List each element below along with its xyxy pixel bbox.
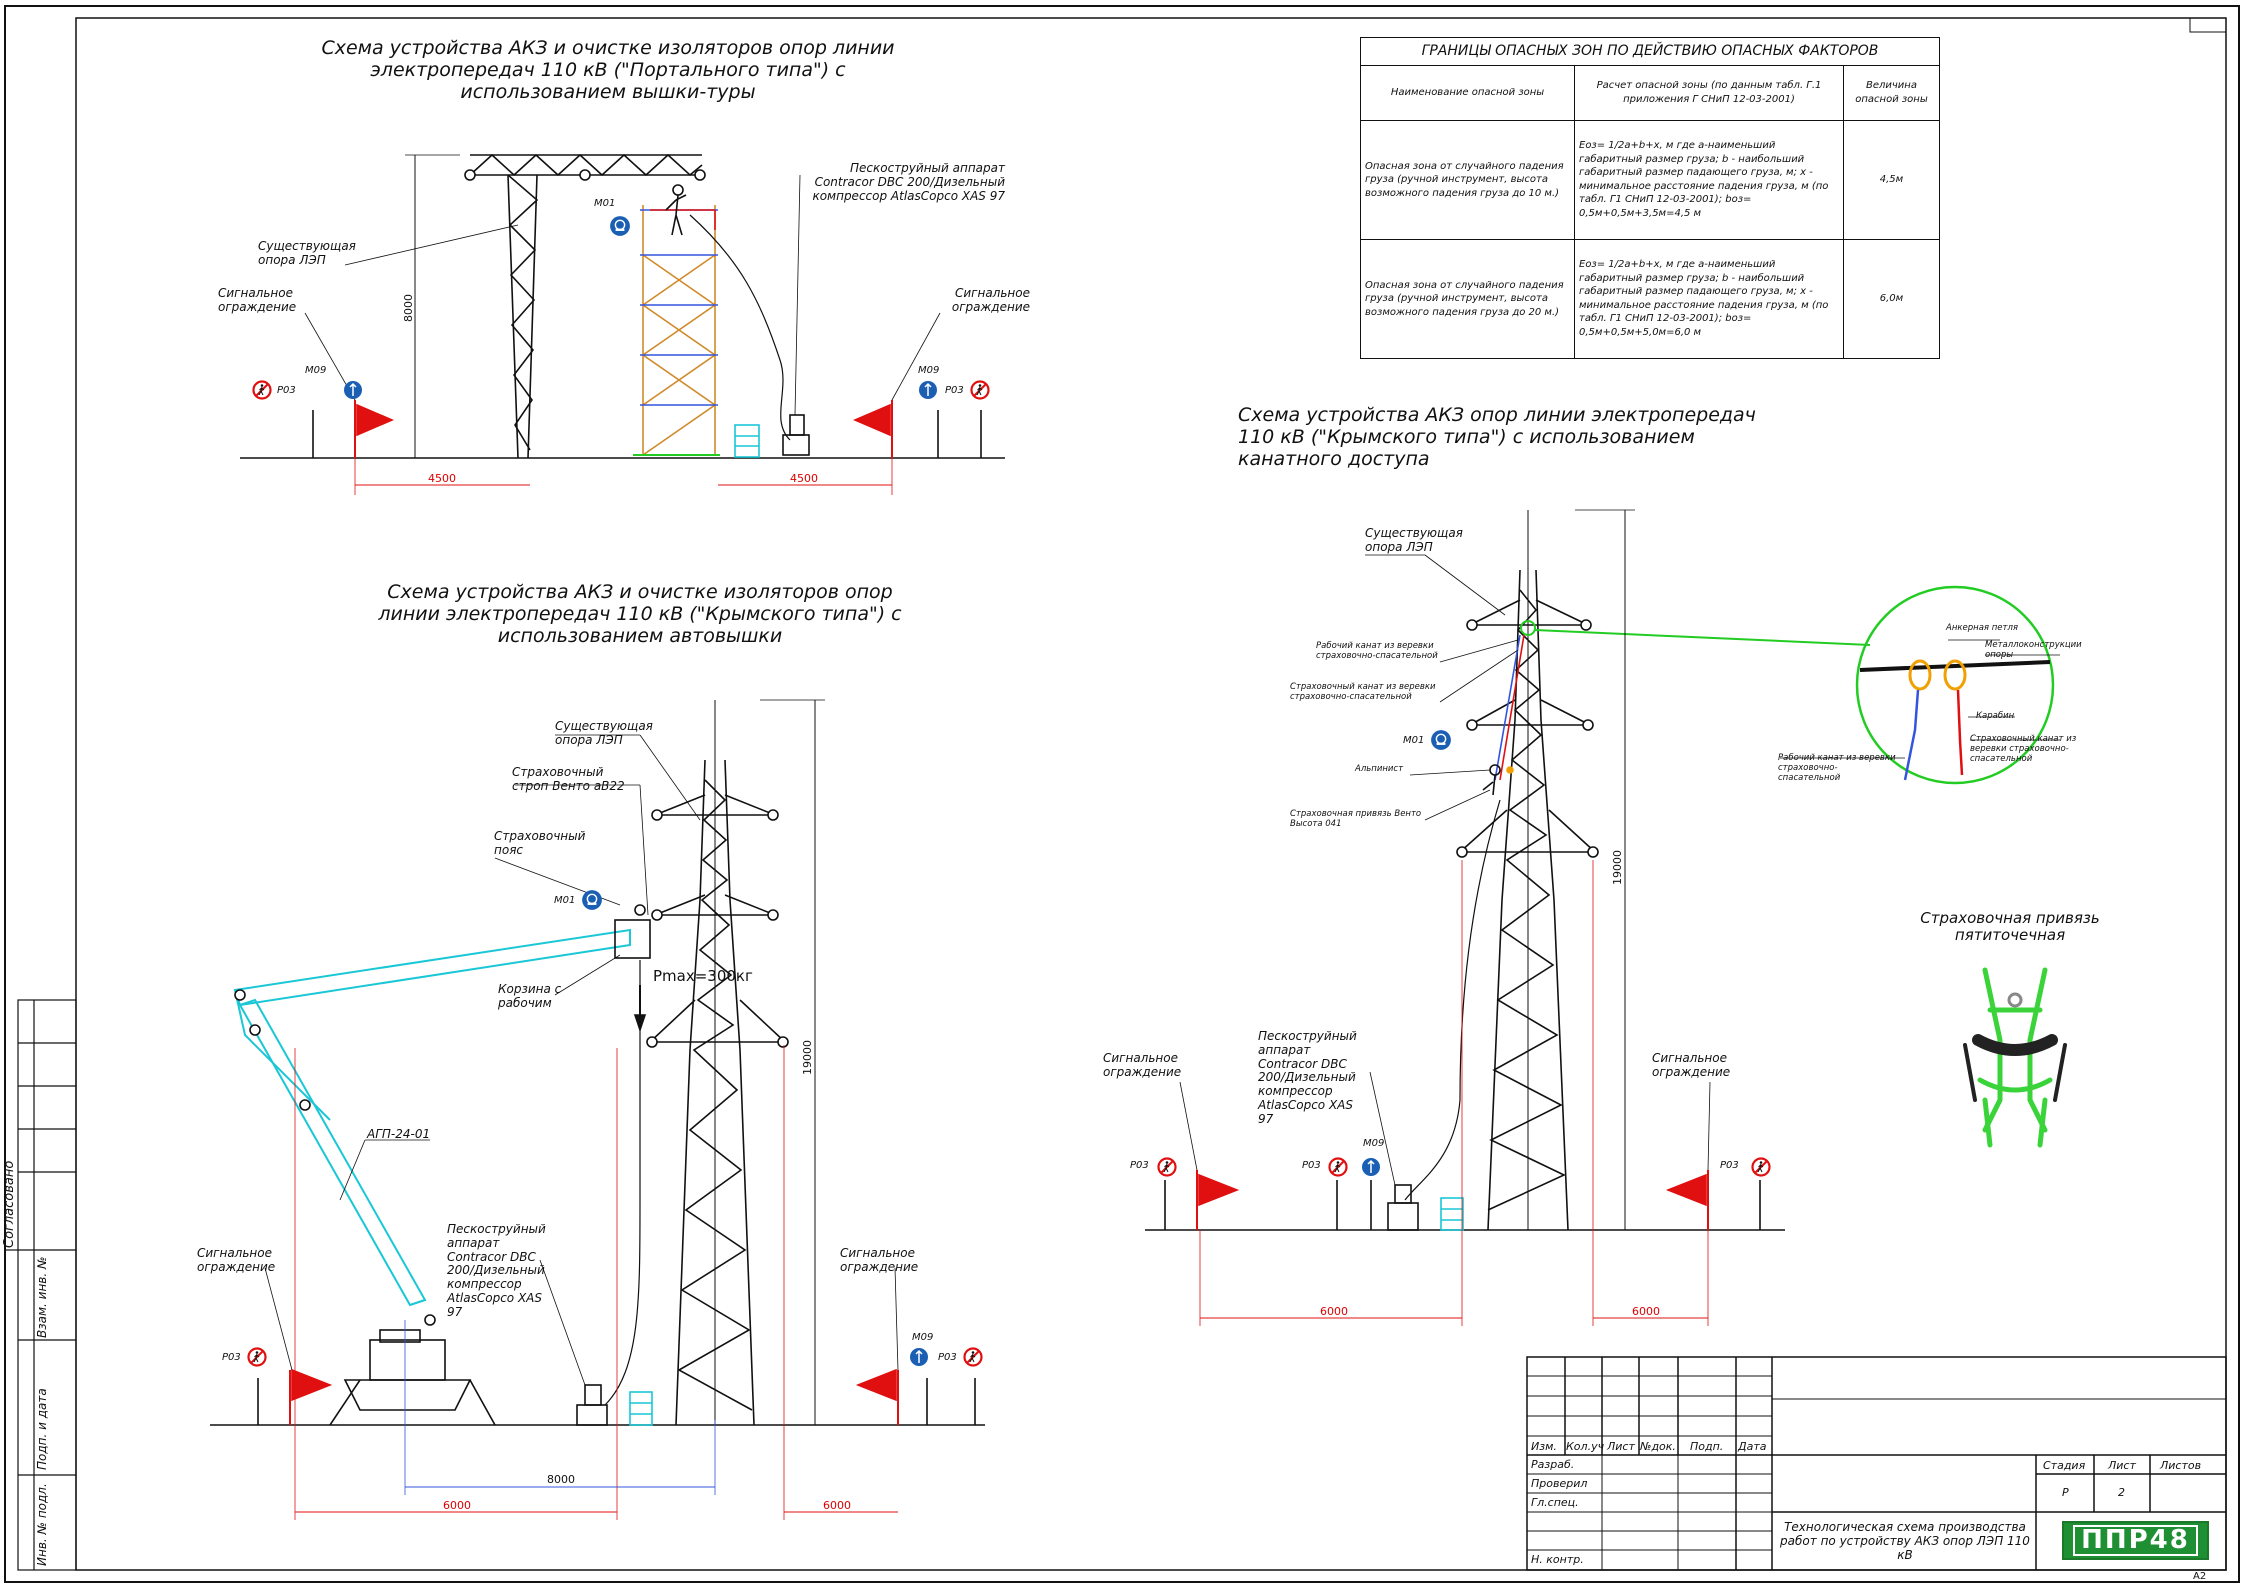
tb-col-kolvo: Кол.уч — [1566, 1440, 1605, 1453]
label-signal-fence: Сигнальное ограждение — [218, 286, 297, 314]
portal-diagram — [240, 153, 1005, 495]
label-p03: P03 — [1720, 1160, 1739, 1171]
title-crimean-rope: Схема устройства АКЗ опор линии электроп… — [1238, 404, 1756, 470]
tb-sheet-header: Лист — [2108, 1459, 2136, 1472]
title-crimean-lift: Схема устройства АКЗ и очистке изоляторо… — [378, 581, 902, 647]
label-signal-fence: Сигнальное ограждение — [840, 1246, 919, 1274]
tb-col-doc: №док. — [1640, 1440, 1676, 1453]
label-sandblaster: Пескоструйный аппарат Contracor DBC 200/… — [812, 161, 1005, 203]
tb-stage: Р — [2062, 1486, 2069, 1499]
tb-role: Гл.спец. — [1531, 1496, 1579, 1509]
title-portal: Схема устройства АКЗ и очистке изоляторо… — [321, 37, 895, 103]
harness-picture — [1963, 967, 2067, 1148]
label-work-rope-detail: Рабочий канат из веревки страховочно-спа… — [1778, 753, 1896, 783]
side-stamp-agreed: Согласовано — [2, 1160, 17, 1248]
hazard-zones-table: ГРАНИЦЫ ОПАСНЫХ ЗОН ПО ДЕЙСТВИЮ ОПАСНЫХ … — [1360, 37, 1940, 359]
table-cell: 4,5м — [1843, 119, 1940, 240]
tb-role: Проверил — [1531, 1477, 1588, 1490]
table-row: Опасная зона от случайного падения груза… — [1360, 119, 1940, 240]
label-sandblaster: Пескоструйный аппарат Contracor DBC 200/… — [1258, 1029, 1357, 1126]
tb-col-date: Дата — [1738, 1440, 1767, 1453]
side-stamp — [5, 999, 77, 1571]
table-cell: Еоз= 1/2а+b+x, м где а-наименьший габари… — [1574, 119, 1844, 240]
label-m01: M01 — [554, 895, 576, 906]
title-block-lines — [1526, 1356, 2227, 1571]
tb-role: Разраб. — [1531, 1458, 1575, 1471]
dim-lift-left: 6000 — [443, 1499, 471, 1512]
label-p03: P03 — [222, 1352, 241, 1363]
label-belt: Страховочный пояс — [494, 829, 586, 857]
dim-portal-right: 4500 — [790, 472, 818, 485]
label-m01: M01 — [594, 198, 616, 209]
dim-lift-right: 6000 — [823, 1499, 851, 1512]
label-signal-fence: Сигнальное ограждение — [951, 286, 1030, 314]
label-m01: M01 — [1403, 735, 1425, 746]
label-work-rope: Рабочий канат из веревки страховочно-спа… — [1316, 641, 1438, 661]
label-m09: M09 — [912, 1332, 934, 1343]
label-existing-support: Существующая опора ЛЭП — [258, 239, 356, 267]
dim-rope-left: 6000 — [1320, 1305, 1348, 1318]
label-lanyard: Страховочный строп Венто аВ22 — [512, 765, 625, 793]
side-stamp-inv: Инв. № подл. — [35, 1483, 49, 1566]
table-header: Величина опасной зоны — [1843, 64, 1940, 121]
sheet-format: А2 — [2193, 1571, 2207, 1582]
table-row: Опасная зона от случайного падения груза… — [1360, 238, 1940, 359]
tb-col-izm: Изм. — [1531, 1440, 1557, 1453]
table-cell: 6,0м — [1843, 238, 1940, 359]
label-safety-rope-detail: Страховочный канат из веревки страховочн… — [1970, 734, 2077, 764]
label-signal-fence: Сигнальное ограждение — [1103, 1051, 1182, 1079]
label-basket: Корзина с рабочим — [498, 982, 562, 1010]
label-p03: P03 — [1302, 1160, 1321, 1171]
label-signal-fence: Сигнальное ограждение — [1652, 1051, 1731, 1079]
anchor-detail — [1780, 585, 2060, 785]
title-harness: Страховочная привязь пятиточечная — [1920, 909, 2100, 945]
crimean-rope-diagram — [1145, 509, 1871, 1326]
label-m09: M09 — [1363, 1138, 1385, 1149]
dim-rope-right: 6000 — [1632, 1305, 1660, 1318]
dim-portal-height: 8000 — [402, 294, 415, 322]
label-p03: P03 — [277, 385, 296, 396]
dim-lift-reach: 8000 — [547, 1473, 575, 1486]
table-cell: Опасная зона от случайного падения груза… — [1360, 119, 1575, 240]
table-cell: Опасная зона от случайного падения груза… — [1360, 238, 1575, 359]
label-harness-vento: Страховочная привязь Венто Высота 041 — [1290, 809, 1422, 829]
label-signal-fence: Сигнальное ограждение — [197, 1246, 276, 1274]
side-stamp-replace: Взам. инв. № — [35, 1256, 49, 1338]
label-m09: M09 — [918, 365, 940, 376]
label-anchor-loop: Анкерная петля — [1946, 623, 2018, 633]
table-header: Расчет опасной зоны (по данным табл. Г.1… — [1574, 64, 1844, 121]
label-climber: Альпинист — [1355, 764, 1404, 774]
label-existing-support: Существующая опора ЛЭП — [1365, 526, 1463, 554]
table-cell: Еоз= 1/2а+b+x, м где а-наименьший габари… — [1574, 238, 1844, 359]
tb-sheets-header: Листов — [2160, 1459, 2202, 1472]
dim-lift-height: 19000 — [801, 1040, 814, 1075]
tb-col-sign: Подп. — [1690, 1440, 1724, 1453]
label-m09: M09 — [305, 365, 327, 376]
dim-portal-left: 4500 — [428, 472, 456, 485]
table-header: Наименование опасной зоны — [1360, 64, 1575, 121]
side-stamp-sign-date: Подп. и дата — [35, 1388, 49, 1470]
tb-col-list: Лист — [1607, 1440, 1635, 1453]
label-metal-struct: Металлоконструкции опоры — [1985, 640, 2082, 660]
label-lift: АГП-24-01 — [367, 1127, 431, 1141]
label-p03: P03 — [945, 385, 964, 396]
label-p03: P03 — [938, 1352, 957, 1363]
label-pmax: Pmax=300кг — [653, 967, 753, 985]
label-p03: P03 — [1130, 1160, 1149, 1171]
table-caption: ГРАНИЦЫ ОПАСНЫХ ЗОН ПО ДЕЙСТВИЮ ОПАСНЫХ … — [1360, 37, 1940, 66]
label-existing-support: Существующая опора ЛЭП — [555, 719, 653, 747]
tb-doc-title: Технологическая схема производства работ… — [1780, 1520, 2030, 1562]
label-safety-rope: Страховочный канат из веревки страховочн… — [1290, 682, 1436, 702]
dim-rope-height: 19000 — [1611, 850, 1624, 885]
label-sandblaster: Пескоструйный аппарат Contracor DBC 200/… — [447, 1222, 546, 1319]
label-carabiner: Карабин — [1976, 711, 2015, 721]
tb-sheet: 2 — [2118, 1486, 2125, 1499]
crimean-lift-diagram — [210, 699, 985, 1520]
brand-logo: ППР48 — [2062, 1521, 2209, 1560]
tb-role: Н. контр. — [1531, 1553, 1584, 1566]
tb-stage-header: Стадия — [2043, 1459, 2086, 1472]
